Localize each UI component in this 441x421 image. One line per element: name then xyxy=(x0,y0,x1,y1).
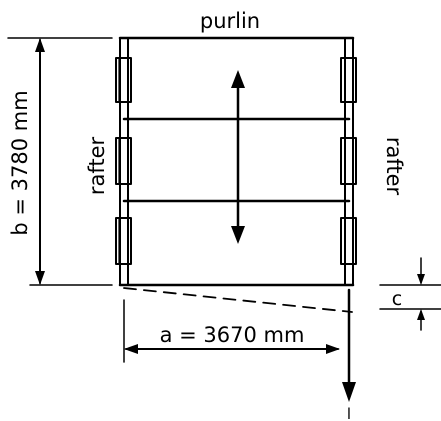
rafter-right xyxy=(344,37,354,286)
connector-plates-right xyxy=(340,57,357,265)
dimension-b xyxy=(7,37,113,286)
dimension-a-label: a = 3670 mm xyxy=(160,323,305,347)
rafter-left-label: rafter xyxy=(85,136,109,195)
down-arrow-icon xyxy=(342,288,356,402)
dimension-c xyxy=(379,257,441,331)
double-arrow-icon xyxy=(231,70,245,244)
connector-plates-left xyxy=(115,57,132,265)
slope-dashed-line xyxy=(123,287,353,313)
dimension-c-label: c xyxy=(392,288,402,310)
rafter-right-label: rafter xyxy=(382,137,406,196)
slope-arrow-label: l xyxy=(347,405,351,421)
dimension-a xyxy=(123,299,340,363)
purlin-label: purlin xyxy=(200,9,260,33)
rafter-left xyxy=(119,37,129,286)
dimension-b-label: b = 3780 mm xyxy=(8,90,32,235)
